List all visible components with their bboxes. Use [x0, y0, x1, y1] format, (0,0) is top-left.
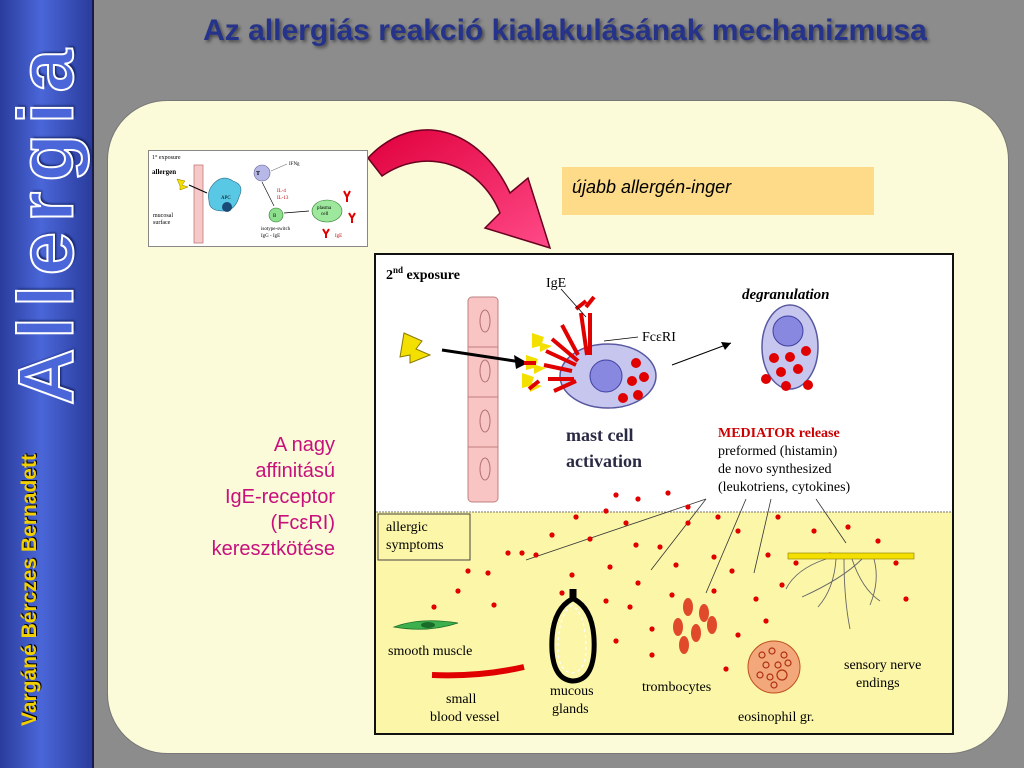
author-name: Vargáné Bérczes Bernadett — [18, 454, 41, 726]
trombocytes-label: trombocytes — [642, 680, 711, 695]
mucous-label-1: mucous — [550, 684, 594, 699]
sidebar-title: Allergia — [1, 38, 91, 406]
symptoms-label-2: symptoms — [386, 538, 444, 553]
degranulation-label: degranulation — [742, 287, 830, 303]
thumb-ige: IgE — [335, 234, 342, 239]
curved-arrow-icon — [367, 129, 552, 250]
thumb-ifn: IFNg — [289, 162, 300, 167]
degranulated-cell — [761, 304, 819, 391]
mast-cell-label-1: mast cell — [566, 425, 633, 445]
second-exposure-figure: allergic symptoms 2nd exposure — [374, 253, 954, 735]
symptom-zone — [376, 512, 952, 733]
mucous-gland-icon — [549, 589, 597, 684]
exposure-title: 2nd exposure — [386, 265, 460, 283]
note-line-5: keresztkötése — [211, 538, 335, 560]
sensory-nerve-icon — [785, 552, 915, 630]
sensory-label-1: sensory nerve — [844, 658, 921, 673]
thumb-isotype-1: isotype-switch — [261, 227, 291, 232]
note-line-1: A nagy — [273, 434, 335, 456]
primary-exposure-thumbnail: 1° exposure allergen mucosal surface APC… — [148, 150, 368, 247]
callout-text: újabb allergén-inger — [572, 177, 732, 197]
thumb-mucosal-1: mucosal — [153, 213, 173, 219]
thumb-allergen: allergen — [152, 168, 176, 176]
thumb-b: B — [273, 214, 277, 219]
slide-title: Az allergiás reakció kialakulásának mech… — [203, 14, 927, 47]
thumb-plasma-1: plasma — [317, 206, 332, 211]
mediator-line-3: (leukotriens, cytokines) — [718, 480, 851, 495]
mast-cell-label-2: activation — [566, 451, 642, 471]
smooth-muscle-label: smooth muscle — [388, 644, 472, 659]
thumb-th2: T — [256, 171, 260, 177]
eosinophil-icon — [747, 640, 801, 694]
thumb-il13: IL-13 — [277, 196, 289, 201]
allergen-icon — [399, 332, 432, 364]
mediator-title: MEDIATOR release — [718, 426, 840, 441]
sensory-label-2: endings — [856, 676, 900, 691]
thumb-exposure: 1° exposure — [152, 154, 181, 161]
note-line-3: IgE-receptor — [224, 486, 335, 508]
eosinophil-label: eosinophil gr. — [738, 710, 814, 725]
vessel-label-2: blood vessel — [430, 710, 500, 725]
note-line-4: (FcεRI) — [270, 512, 335, 534]
receptor-crosslink-note: A nagy affinitású IgE-receptor (FcεRI) k… — [150, 432, 335, 562]
mast-cell — [522, 295, 657, 409]
mediator-dots — [431, 490, 909, 672]
sidebar: Allergia Vargáné Bérczes Bernadett — [0, 0, 94, 768]
vessel-label-1: small — [446, 692, 476, 707]
mucous-label-2: glands — [552, 702, 589, 717]
trombocytes-icon — [673, 598, 717, 654]
mediator-arrows — [525, 498, 847, 594]
mediator-line-1: preformed (histamin) — [718, 444, 838, 459]
ige-label: IgE — [546, 276, 566, 291]
thumb-isotype-2: IgG - IgE — [261, 234, 280, 239]
thumb-il4: IL-4 — [277, 189, 286, 194]
thumb-apc: APC — [221, 196, 231, 201]
blood-vessel-icon — [431, 664, 525, 679]
thumb-plasma-2: cell — [321, 212, 329, 217]
allergen-stimulus-callout: újabb allergén-inger — [562, 167, 874, 215]
mediator-line-2: de novo synthesized — [718, 462, 832, 477]
note-line-2: affinitású — [255, 460, 335, 482]
thumb-mucosal-2: surface — [153, 219, 171, 226]
symptoms-label-1: allergic — [386, 520, 428, 535]
fceri-label: FcεRI — [642, 330, 676, 345]
mucosal-wall — [467, 296, 499, 503]
